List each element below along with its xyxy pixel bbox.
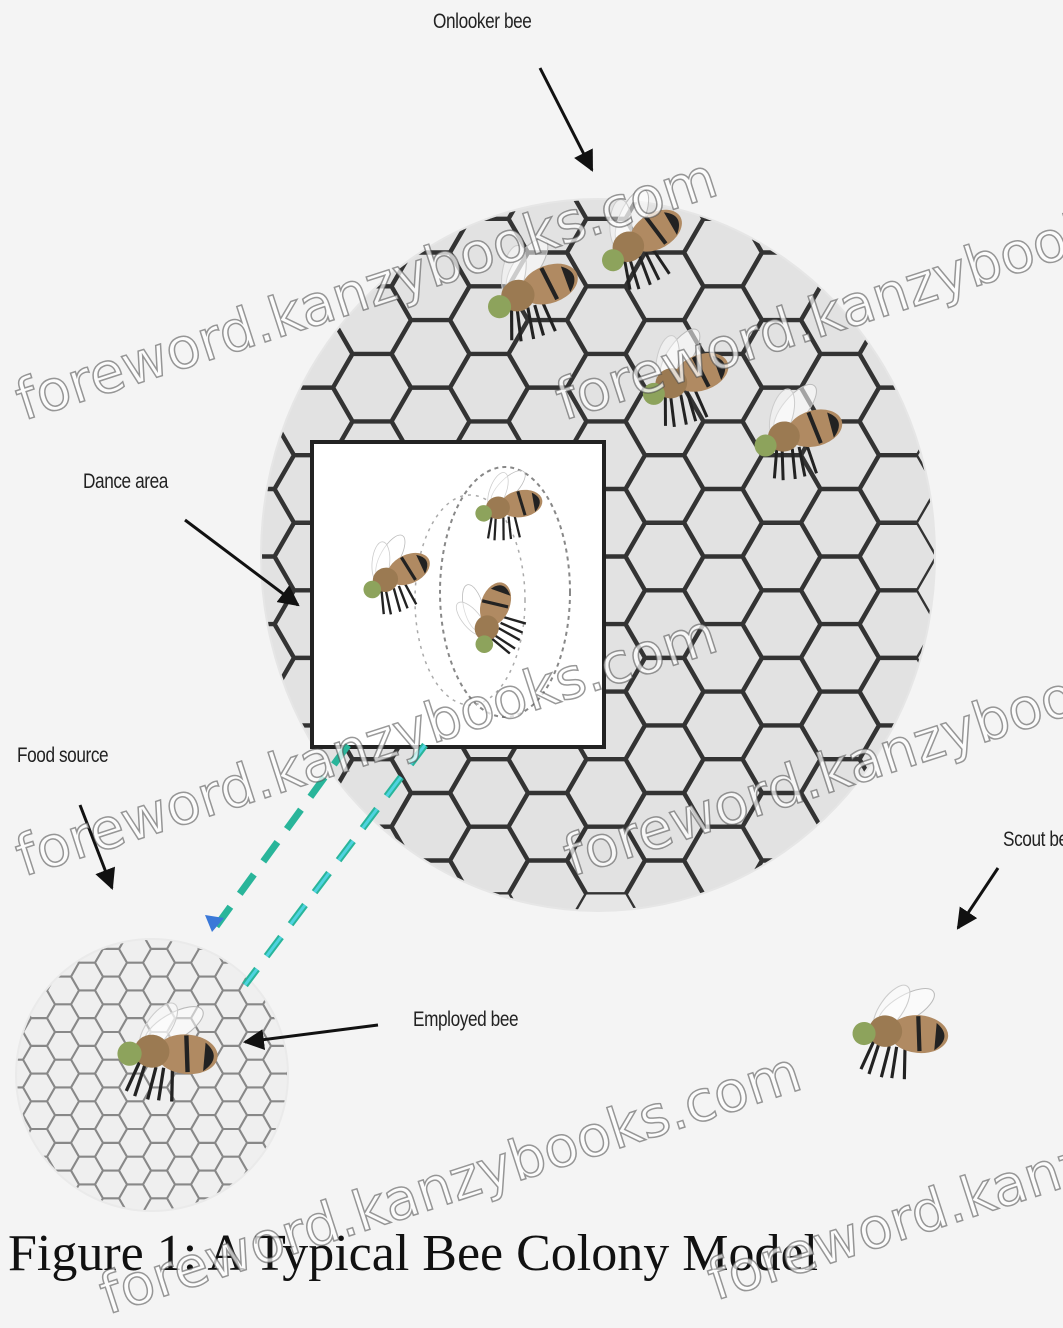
food-source-arrow: [80, 805, 112, 888]
figure-caption: Figure 1: A Typical Bee Colony Model: [8, 1228, 818, 1280]
comb-cell: [240, 1199, 271, 1226]
comb-cell: [217, 220, 293, 285]
comb-cell: [0, 1143, 31, 1170]
comb-cell: [802, 220, 878, 285]
comb-cell: [0, 1199, 31, 1226]
comb-cell: [264, 1185, 295, 1212]
comb-cell: [264, 1129, 295, 1156]
dance-area-label: Dance area: [83, 470, 168, 494]
comb-cell: [276, 862, 352, 928]
comb-cell: [264, 1019, 295, 1046]
flight-path-outbound: [212, 745, 348, 932]
diagram-canvas: Onlooker bee Dance area Food source Scou…: [0, 0, 1063, 1285]
comb-cell: [217, 152, 293, 218]
bee-icon: [849, 975, 953, 1083]
comb-cell: [0, 977, 31, 1004]
comb-cell: [24, 1185, 55, 1212]
comb-cell: [334, 152, 410, 218]
comb-cell: [48, 1199, 79, 1226]
comb-cell: [0, 922, 31, 949]
comb-cell: [802, 152, 878, 218]
comb-cell: [264, 963, 295, 990]
employed-bee-label: Employed bee: [413, 1008, 518, 1032]
comb-cell: [744, 862, 820, 928]
food-source-comb: [0, 922, 295, 1226]
comb-cell: [802, 828, 878, 894]
comb-cell: [264, 1046, 295, 1073]
comb-cell: [861, 862, 937, 928]
scout-bee-label: Scout bee: [1003, 828, 1063, 852]
comb-cell: [0, 1171, 31, 1198]
comb-cell: [217, 693, 293, 759]
comb-cell: [0, 949, 31, 976]
comb-cell: [861, 794, 937, 860]
dance-area-box: [312, 442, 604, 747]
comb-cell: [451, 152, 527, 218]
comb-cell: [276, 186, 352, 252]
scout-arrow: [958, 868, 998, 928]
comb-cell: [264, 1157, 295, 1184]
bee-colony-diagram: [0, 0, 1063, 1285]
comb-cell: [861, 186, 937, 252]
comb-cell: [861, 254, 937, 320]
onlooker-arrow: [540, 68, 592, 170]
comb-cell: [48, 922, 79, 949]
comb-cell: [240, 922, 271, 949]
comb-cell: [217, 760, 293, 826]
comb-cell: [217, 287, 293, 353]
comb-cell: [276, 254, 352, 320]
food-source-label: Food source: [17, 744, 108, 768]
comb-cell: [24, 935, 55, 962]
comb-cell: [217, 355, 293, 421]
onlooker-bee-label: Onlooker bee: [433, 10, 531, 34]
comb-cell: [685, 152, 761, 218]
comb-cell: [217, 828, 293, 894]
